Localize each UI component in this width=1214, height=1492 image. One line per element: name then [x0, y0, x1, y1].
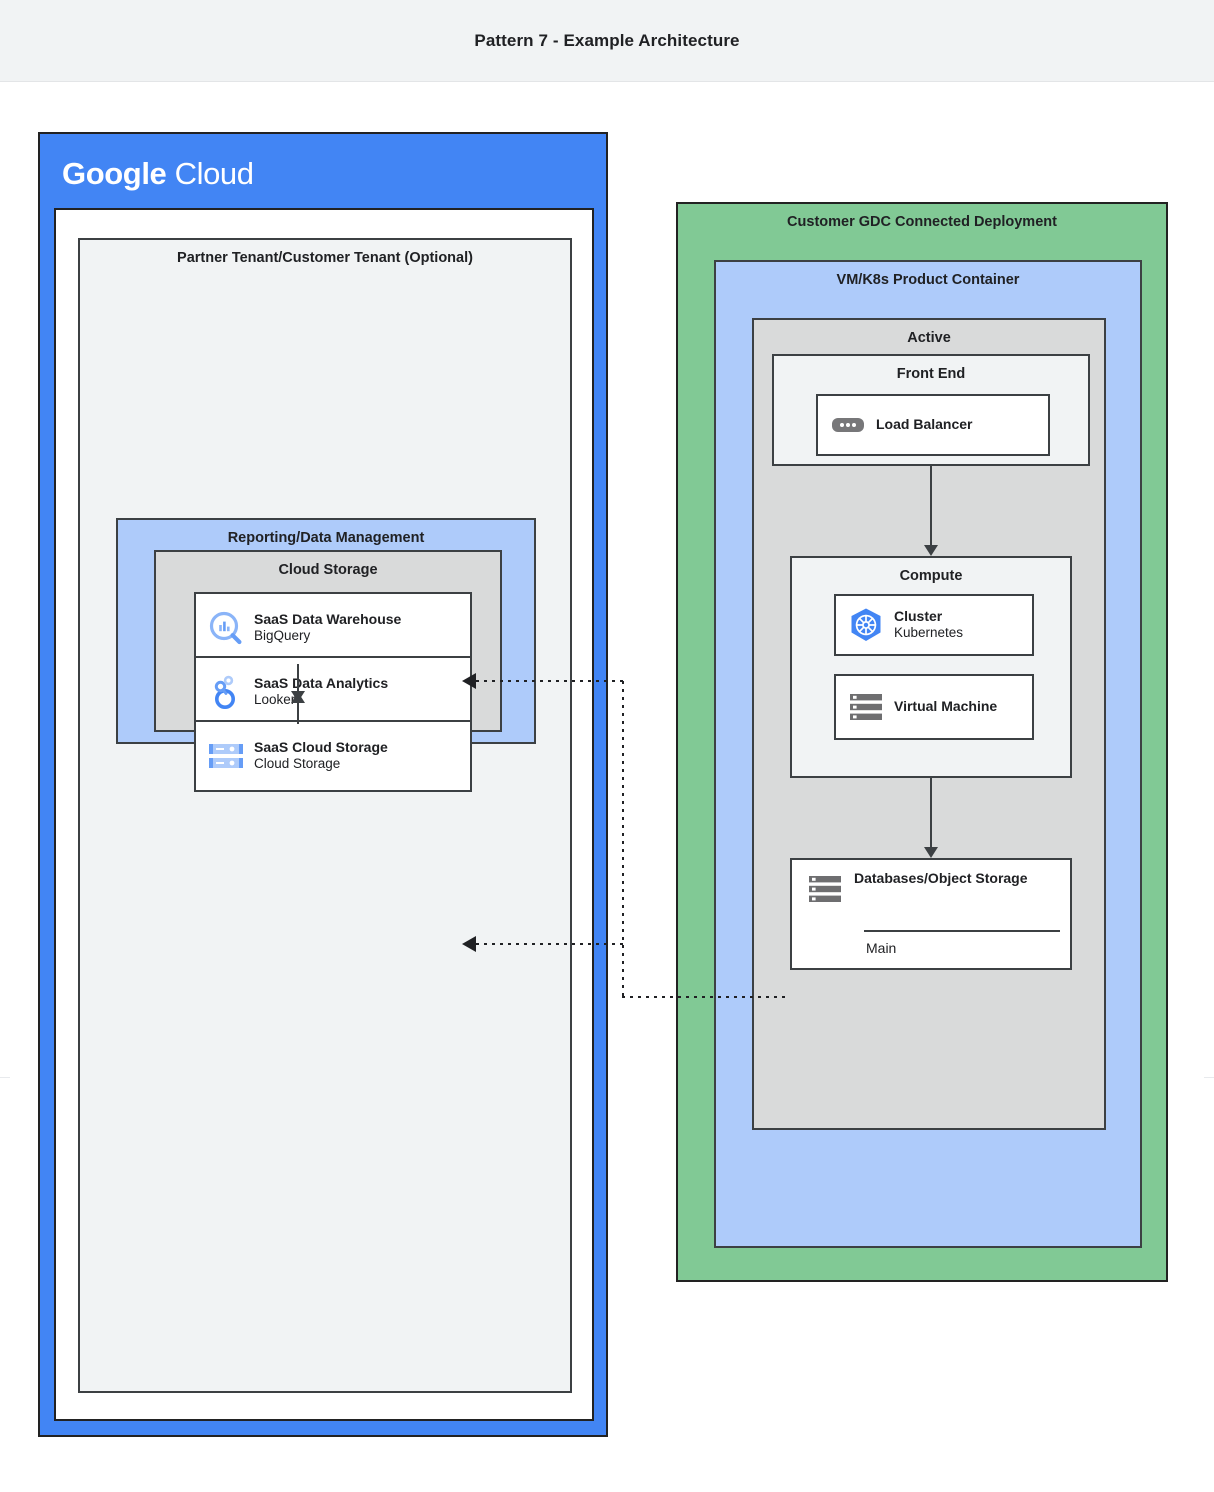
card-databases-object-storage[interactable]: Databases/Object Storage Main: [790, 858, 1072, 970]
looker-icon: [204, 674, 248, 710]
card-saas-data-warehouse[interactable]: SaaS Data Warehouse BigQuery: [194, 592, 472, 664]
card-virtual-machine-text: Virtual Machine: [894, 698, 997, 716]
reporting-data-management-container: Reporting/Data Management Cloud Storage: [116, 518, 536, 792]
arrow-head-to-warehouse: [462, 673, 476, 689]
card-saas-data-analytics-subtitle: Looker: [254, 692, 296, 708]
canvas-edge-line-left: [0, 1077, 10, 1078]
card-saas-cloud-storage-title: SaaS Cloud Storage: [254, 738, 388, 755]
card-load-balancer-title: Load Balancer: [876, 416, 973, 433]
card-saas-data-analytics-title: SaaS Data Analytics: [254, 674, 389, 691]
load-balancer-icon: [826, 416, 870, 434]
dotted-trunk-vertical: [622, 681, 624, 998]
card-virtual-machine[interactable]: Virtual Machine: [834, 674, 1034, 740]
active-title: Active: [907, 330, 951, 346]
front-end-container: Front End Load Balancer: [772, 354, 1090, 466]
card-cluster-text: Cluster Kubernetes: [894, 608, 963, 642]
kubernetes-icon: [844, 607, 888, 643]
card-databases-title: Databases/Object Storage: [854, 870, 1028, 886]
canvas-edge-line-right: [1204, 1077, 1214, 1078]
card-cluster[interactable]: Cluster Kubernetes: [834, 594, 1034, 656]
active-container: Active Front End: [752, 318, 1106, 1130]
card-saas-data-analytics[interactable]: SaaS Data Analytics Looker: [194, 656, 472, 728]
card-cluster-title: Cluster: [894, 607, 943, 624]
card-load-balancer-text: Load Balancer: [876, 416, 972, 434]
vm-k8s-title: VM/K8s Product Container: [836, 272, 1020, 288]
compute-title: Compute: [899, 568, 963, 584]
card-saas-data-warehouse-subtitle: BigQuery: [254, 628, 311, 644]
google-cloud-logo: Google Cloud: [62, 156, 254, 192]
customer-gdc-connected-deployment-container: Customer GDC Connected Deployment VM/K8s…: [676, 202, 1168, 1282]
google-cloud-project-region: Partner Tenant/Customer Tenant (Optional…: [54, 208, 594, 1421]
diagram-canvas: Google Cloud Partner Tenant/Customer Ten…: [0, 82, 1214, 1492]
google-cloud-logo-light: Cloud: [174, 156, 254, 191]
card-databases-header: Databases/Object Storage: [792, 870, 1070, 904]
gdc-title: Customer GDC Connected Deployment: [787, 214, 1057, 230]
card-cluster-subtitle: Kubernetes: [894, 625, 964, 641]
card-saas-data-analytics-text: SaaS Data Analytics Looker: [254, 675, 388, 709]
arrow-head-to-cloud-storage: [462, 936, 476, 952]
virtual-machine-icon: [844, 692, 888, 722]
page-title: Pattern 7 - Example Architecture: [474, 31, 740, 50]
arrow-frontend-to-compute: [923, 466, 939, 556]
card-saas-cloud-storage[interactable]: SaaS Cloud Storage Cloud Storage: [194, 720, 472, 792]
card-databases-subtitle: Main: [866, 940, 897, 956]
card-saas-data-warehouse-text: SaaS Data Warehouse BigQuery: [254, 611, 401, 645]
arrow-storage-to-analytics: [290, 692, 306, 724]
cloud-storage-group-title: Cloud Storage: [278, 562, 378, 578]
dotted-db-to-trunk: [622, 996, 788, 998]
card-load-balancer[interactable]: Load Balancer: [816, 394, 1050, 456]
dotted-trunk-to-cloud-storage: [476, 943, 624, 945]
card-saas-cloud-storage-text: SaaS Cloud Storage Cloud Storage: [254, 739, 388, 773]
dotted-trunk-to-warehouse: [476, 680, 624, 682]
partner-tenant-container: Partner Tenant/Customer Tenant (Optional…: [78, 238, 572, 1393]
card-databases-divider: [864, 930, 1060, 932]
vm-k8s-product-container: VM/K8s Product Container Active Front En…: [714, 260, 1142, 1248]
google-cloud-logo-bold: Google: [62, 156, 167, 191]
database-storage-icon: [800, 870, 850, 904]
google-cloud-container: Google Cloud Partner Tenant/Customer Ten…: [38, 132, 608, 1437]
card-saas-cloud-storage-subtitle: Cloud Storage: [254, 756, 341, 772]
cloud-storage-icon: [204, 740, 248, 772]
card-virtual-machine-title: Virtual Machine: [894, 698, 998, 715]
cloud-storage-group-container: Cloud Storage: [154, 550, 502, 792]
front-end-title: Front End: [896, 366, 966, 382]
page-header: Pattern 7 - Example Architecture: [0, 0, 1214, 82]
partner-tenant-title: Partner Tenant/Customer Tenant (Optional…: [177, 250, 473, 266]
reporting-data-management-title: Reporting/Data Management: [227, 530, 425, 546]
compute-container: Compute: [790, 556, 1072, 778]
arrow-compute-to-database: [923, 778, 939, 858]
bigquery-icon: [204, 611, 248, 645]
card-saas-data-warehouse-title: SaaS Data Warehouse: [254, 610, 402, 627]
